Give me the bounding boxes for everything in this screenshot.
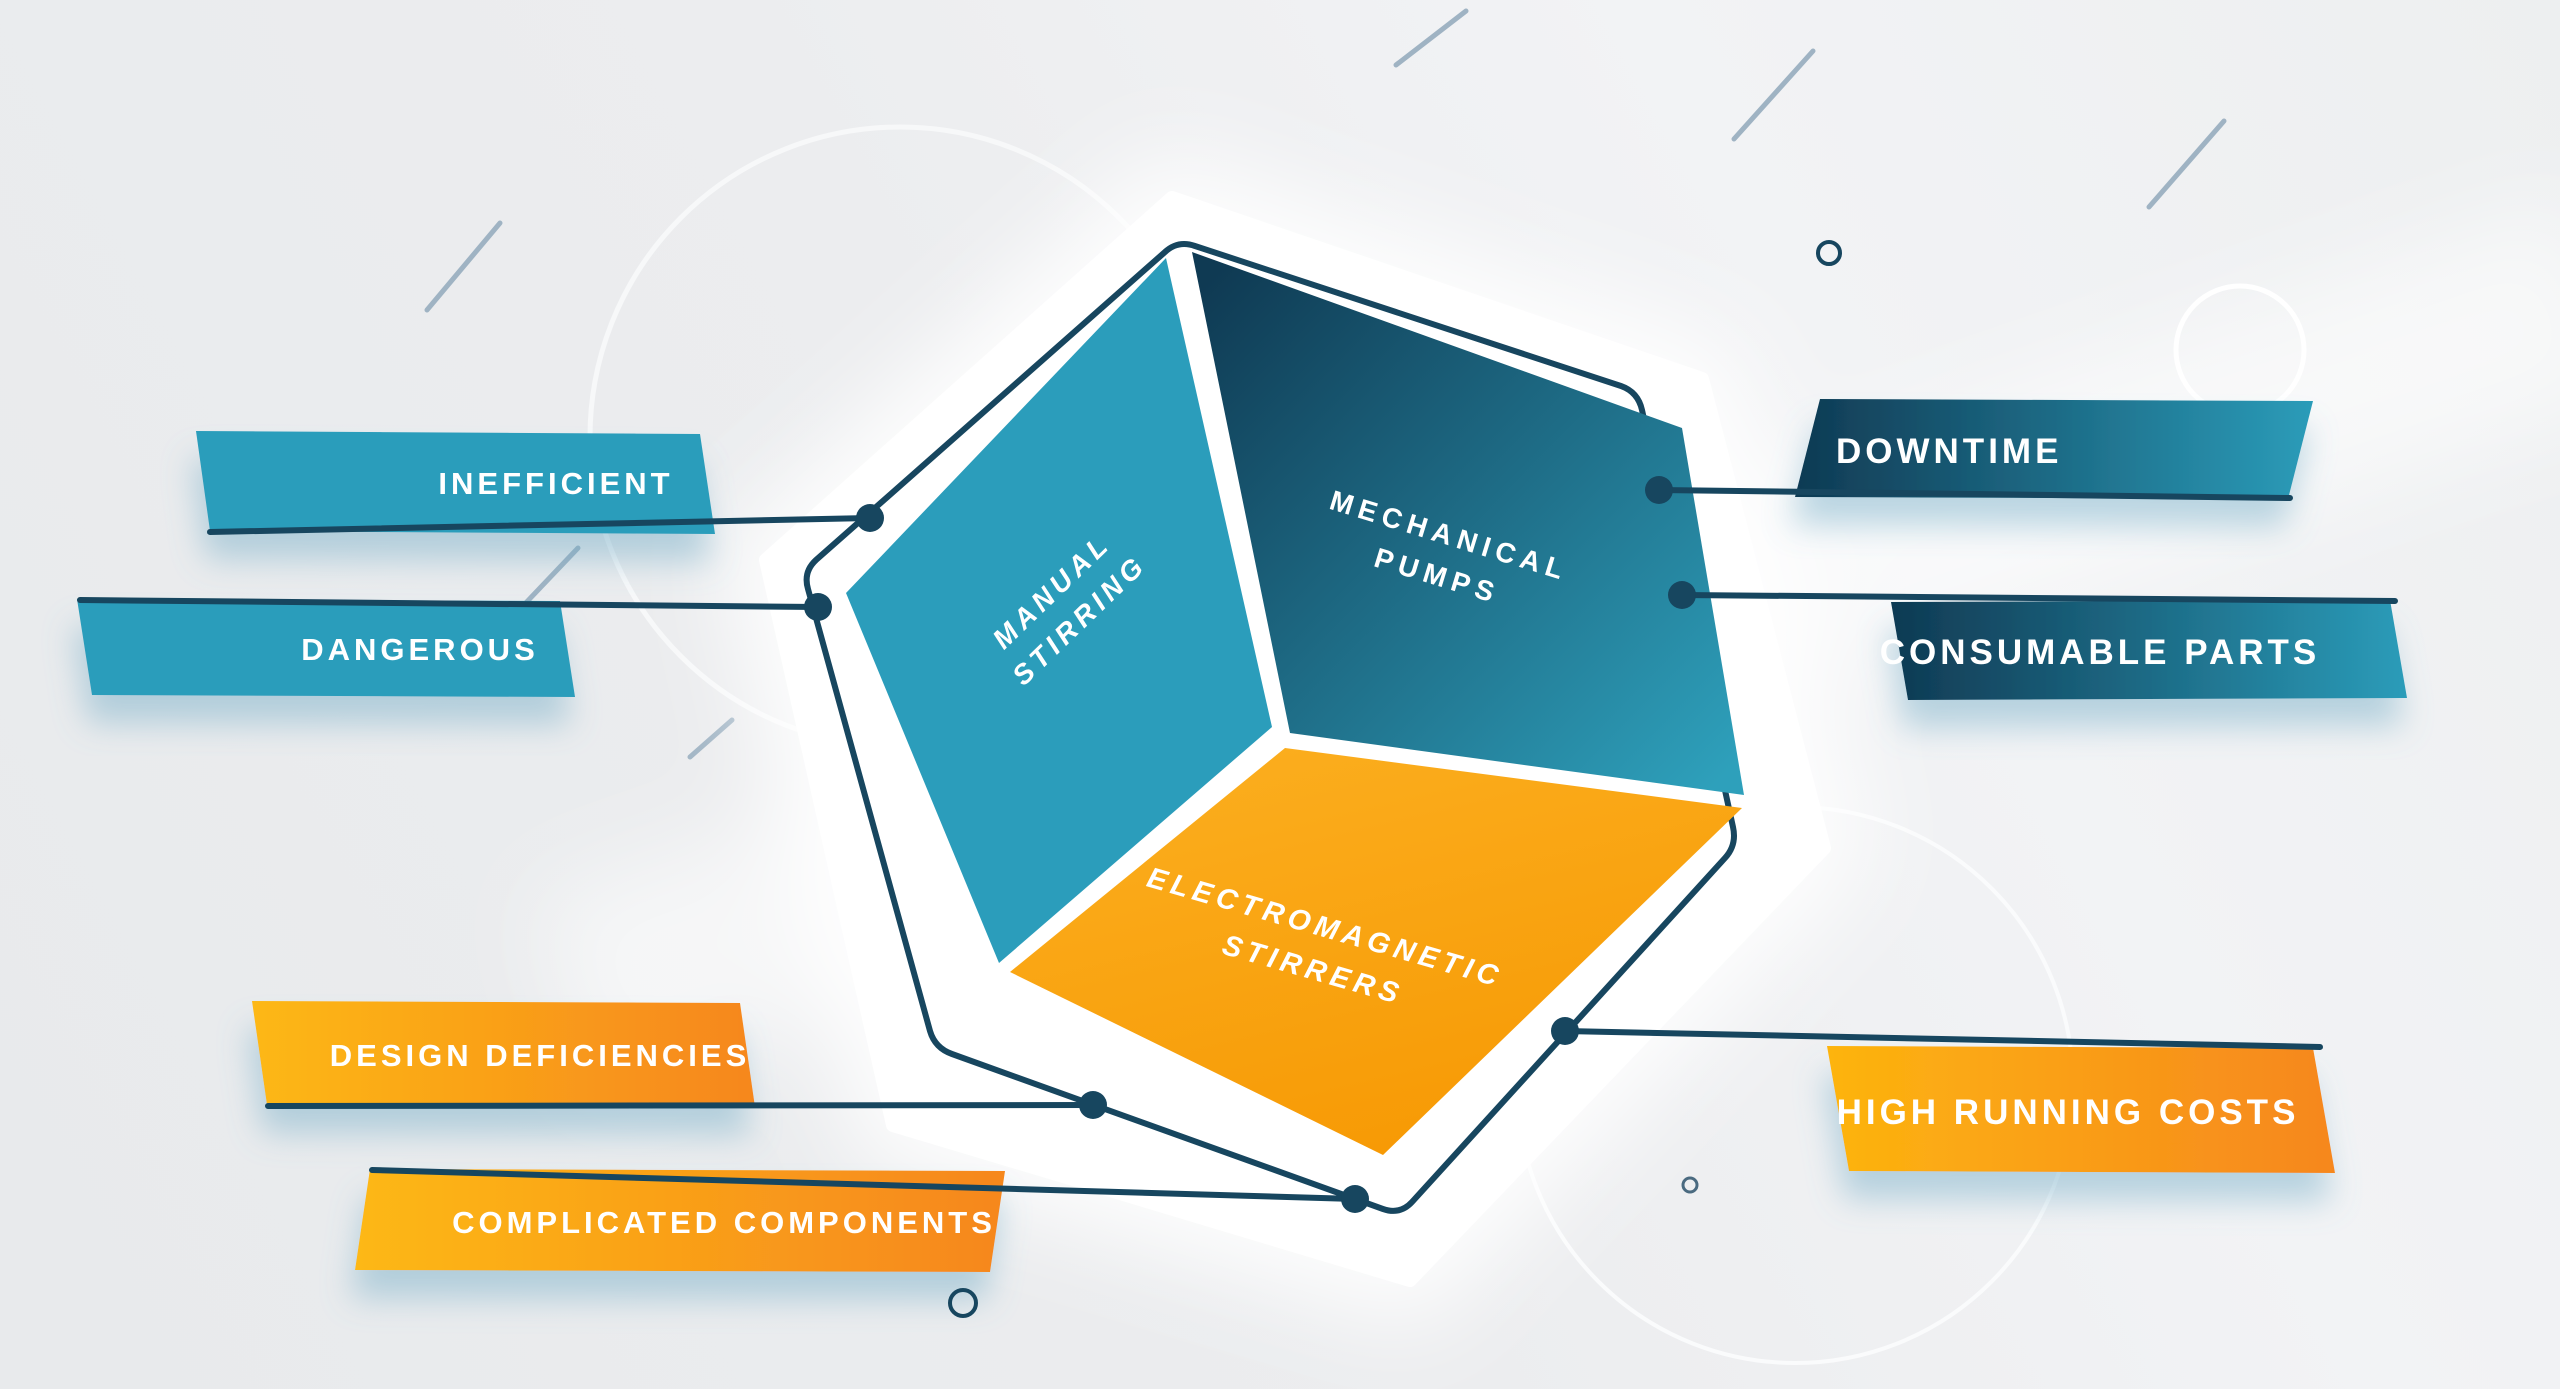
decorative-ring-bottom-right <box>1681 1176 1699 1194</box>
connector-line-consumable-parts <box>1679 592 2398 604</box>
label-text-inefficient: INEFFICIENT <box>438 466 673 501</box>
connector-line-design-deficiencies <box>265 1102 1096 1109</box>
label-bar-design-deficiencies <box>252 1001 755 1107</box>
diagonal-stroke <box>1393 8 1469 68</box>
label-text-consumable-parts: CONSUMABLE PARTS <box>1880 633 2321 672</box>
connector-dot-complicated-components <box>1341 1185 1369 1213</box>
connector-line-complicated-components <box>369 1167 1358 1202</box>
decorative-ring-top-right <box>1816 240 1842 266</box>
connector-dots <box>804 476 1696 1213</box>
decorative-strokes <box>424 8 2227 760</box>
connector-dot-dangerous <box>804 593 832 621</box>
diagonal-stroke <box>424 220 503 313</box>
diagonal-stroke <box>687 717 735 760</box>
connector-dot-downtime <box>1645 476 1673 504</box>
connector-line-high-running-costs <box>1562 1028 2323 1050</box>
face-electromagnetic-stirrers <box>1010 748 1742 1155</box>
label-text-design-deficiencies: DESIGN DEFICIENCIES <box>330 1038 751 1073</box>
label-bar-complicated-components <box>355 1169 1005 1272</box>
connector-lines <box>77 487 2398 1202</box>
label-bar-downtime <box>1795 399 2313 499</box>
face-manual-stirring <box>846 258 1272 963</box>
connector-line-dangerous <box>77 597 821 610</box>
hexagon-outline <box>803 241 1737 1214</box>
label-text-complicated-components: COMPLICATED COMPONENTS <box>452 1205 996 1240</box>
label-text-high-running-costs: HIGH RUNNING COSTS <box>1837 1093 2300 1132</box>
connector-dot-consumable-parts <box>1668 581 1696 609</box>
connector-line-downtime <box>1656 487 2293 501</box>
connector-line-inefficient <box>207 515 873 535</box>
label-bar-consumable-parts <box>1891 600 2407 700</box>
label-text-downtime: DOWNTIME <box>1836 432 2062 471</box>
label-text-dangerous: DANGEROUS <box>301 632 539 667</box>
connector-dot-inefficient <box>856 504 884 532</box>
label-bars <box>77 399 2407 1272</box>
label-bar-high-running-costs <box>1827 1046 2335 1173</box>
diagonal-stroke <box>2146 118 2227 210</box>
face-mechanical-pumps <box>1192 252 1744 795</box>
decorative-ring-bottom-left <box>948 1288 978 1318</box>
label-bar-dangerous <box>77 599 575 697</box>
connector-dot-design-deficiencies <box>1079 1091 1107 1119</box>
diagonal-stroke <box>1731 48 1816 142</box>
label-bar-inefficient <box>196 431 715 534</box>
connector-dot-high-running-costs <box>1551 1017 1579 1045</box>
